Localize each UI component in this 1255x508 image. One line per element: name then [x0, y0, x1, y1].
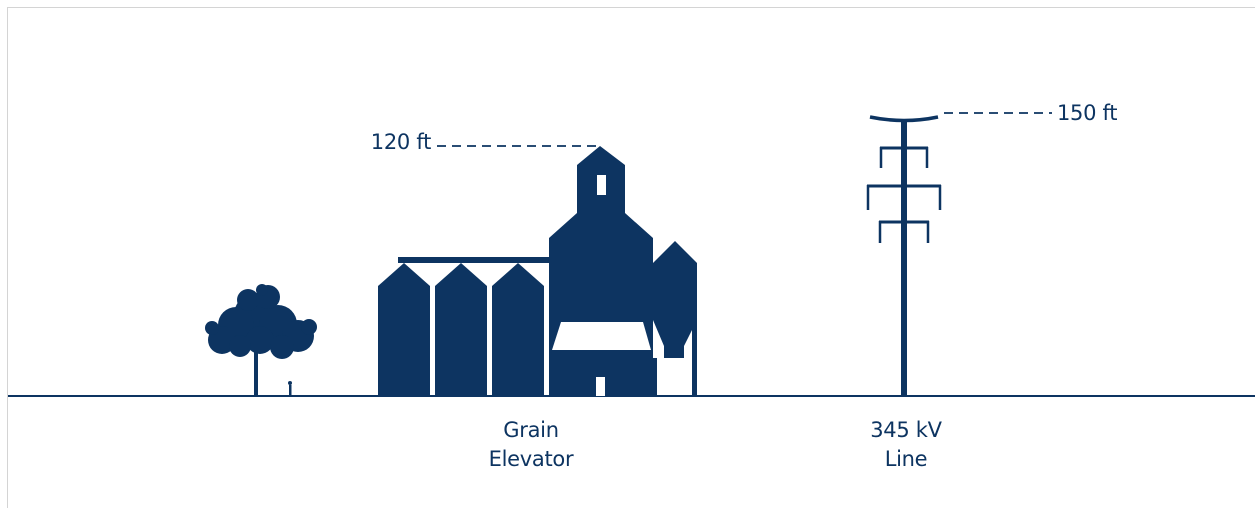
- tower-height-label: 150 ft: [1057, 101, 1117, 125]
- tree-icon: [205, 284, 317, 396]
- elevator-height-label: 120 ft: [371, 130, 431, 154]
- transmission-tower-icon: [866, 115, 942, 396]
- transmission-line-label-line2: Line: [885, 447, 928, 471]
- grain-elevator-label-line1: Grain: [503, 418, 558, 442]
- grain-elevator-label-line2: Elevator: [489, 447, 574, 471]
- grain-elevator-icon: [378, 146, 697, 396]
- person-icon: [288, 381, 292, 396]
- elevator-details: [552, 175, 651, 396]
- transmission-line-label-line1: 345 kV: [870, 418, 942, 442]
- diagram-frame: [7, 7, 1255, 508]
